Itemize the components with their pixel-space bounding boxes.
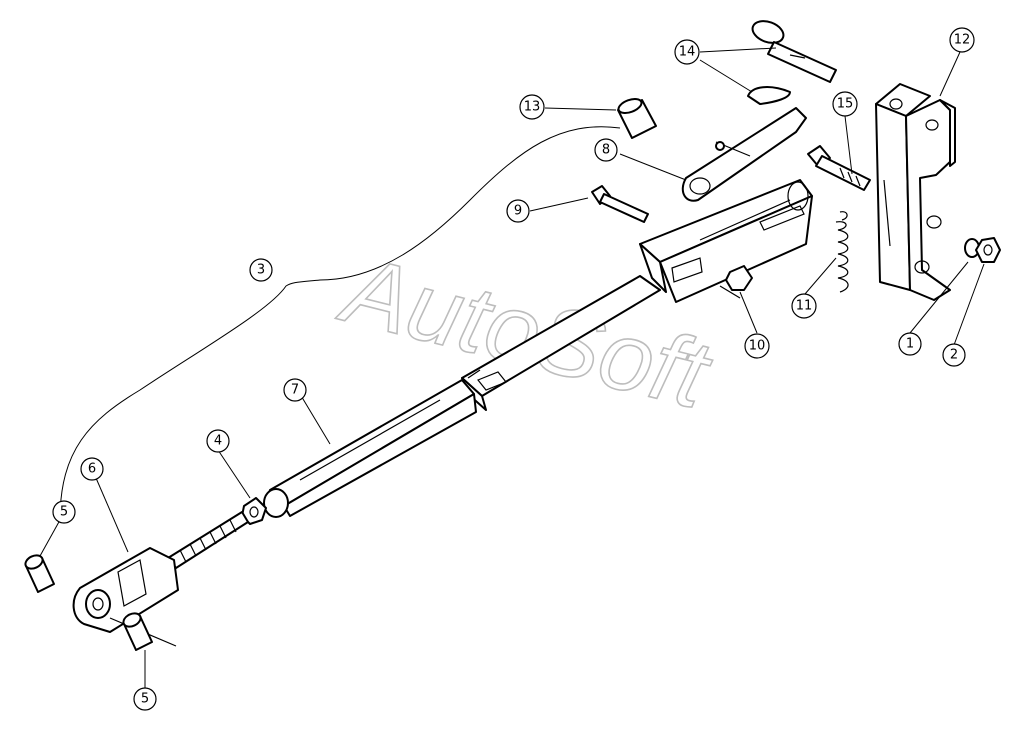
nut-10 — [719, 265, 753, 299]
callout-12: 12 — [949, 27, 975, 53]
leader-2 — [953, 263, 985, 346]
extension-spring-11 — [835, 211, 849, 293]
leader-7 — [299, 393, 331, 445]
leader-12 — [939, 51, 961, 97]
svg-text:6: 6 — [88, 462, 96, 477]
svg-text:12: 12 — [954, 33, 971, 48]
jam-nut-4 — [241, 497, 267, 525]
leader-9 — [529, 197, 589, 212]
spacer-tube-13 — [617, 98, 657, 139]
svg-text:5: 5 — [141, 692, 149, 707]
callout-1: 1 — [898, 332, 922, 356]
bolt-9 — [591, 185, 649, 223]
clevis-pin — [751, 20, 837, 83]
svg-text:4: 4 — [214, 434, 222, 449]
leader-1 — [909, 261, 969, 334]
callout-7: 7 — [283, 378, 307, 402]
leader-14a — [699, 47, 777, 53]
square-tube-7 — [263, 379, 477, 518]
clevis-yoke-6 — [72, 547, 179, 647]
group-3-curve — [59, 126, 621, 521]
svg-text:10: 10 — [749, 339, 766, 354]
svg-text:7: 7 — [291, 383, 299, 398]
callout-10: 10 — [744, 333, 770, 359]
leader-8 — [619, 153, 687, 181]
svg-text:13: 13 — [524, 100, 541, 115]
leader-5a — [39, 519, 61, 557]
svg-text:11: 11 — [796, 299, 813, 314]
leader-4 — [217, 449, 251, 499]
callout-11: 11 — [791, 293, 817, 319]
bolt-15 — [807, 145, 871, 191]
leader-11 — [804, 257, 837, 295]
threaded-rod — [167, 511, 249, 569]
svg-text:2: 2 — [950, 348, 958, 363]
leader-6 — [95, 477, 129, 553]
callout-5-upper: 5 — [52, 500, 76, 524]
callout-9: 9 — [506, 199, 530, 223]
lever-plate-8 — [681, 107, 807, 202]
svg-text:9: 9 — [514, 204, 522, 219]
svg-text:14: 14 — [679, 45, 696, 60]
bushing-5-right — [122, 612, 153, 651]
callout-5-lower: 5 — [133, 687, 157, 711]
hex-nut-2 — [975, 237, 1001, 263]
hairpin-clip — [747, 86, 791, 105]
bushing-5-left — [24, 554, 55, 593]
callout-13: 13 — [519, 94, 545, 120]
leader-15 — [844, 115, 853, 175]
callout-15: 15 — [832, 91, 858, 117]
callout-3: 3 — [249, 258, 273, 282]
svg-text:8: 8 — [602, 143, 610, 158]
mounting-bracket — [875, 83, 956, 301]
svg-text:3: 3 — [257, 263, 265, 278]
svg-text:1: 1 — [906, 337, 914, 352]
callout-6: 6 — [80, 457, 104, 481]
callout-14: 14 — [674, 39, 700, 65]
leader-10 — [739, 291, 758, 334]
svg-text:5: 5 — [60, 505, 68, 520]
leader-13 — [544, 107, 617, 111]
callout-2: 2 — [942, 343, 966, 367]
svg-text:15: 15 — [837, 97, 854, 112]
callout-4: 4 — [206, 429, 230, 453]
callout-8: 8 — [594, 138, 618, 162]
leader-14b — [699, 59, 753, 93]
main-arm-channel — [639, 179, 813, 303]
